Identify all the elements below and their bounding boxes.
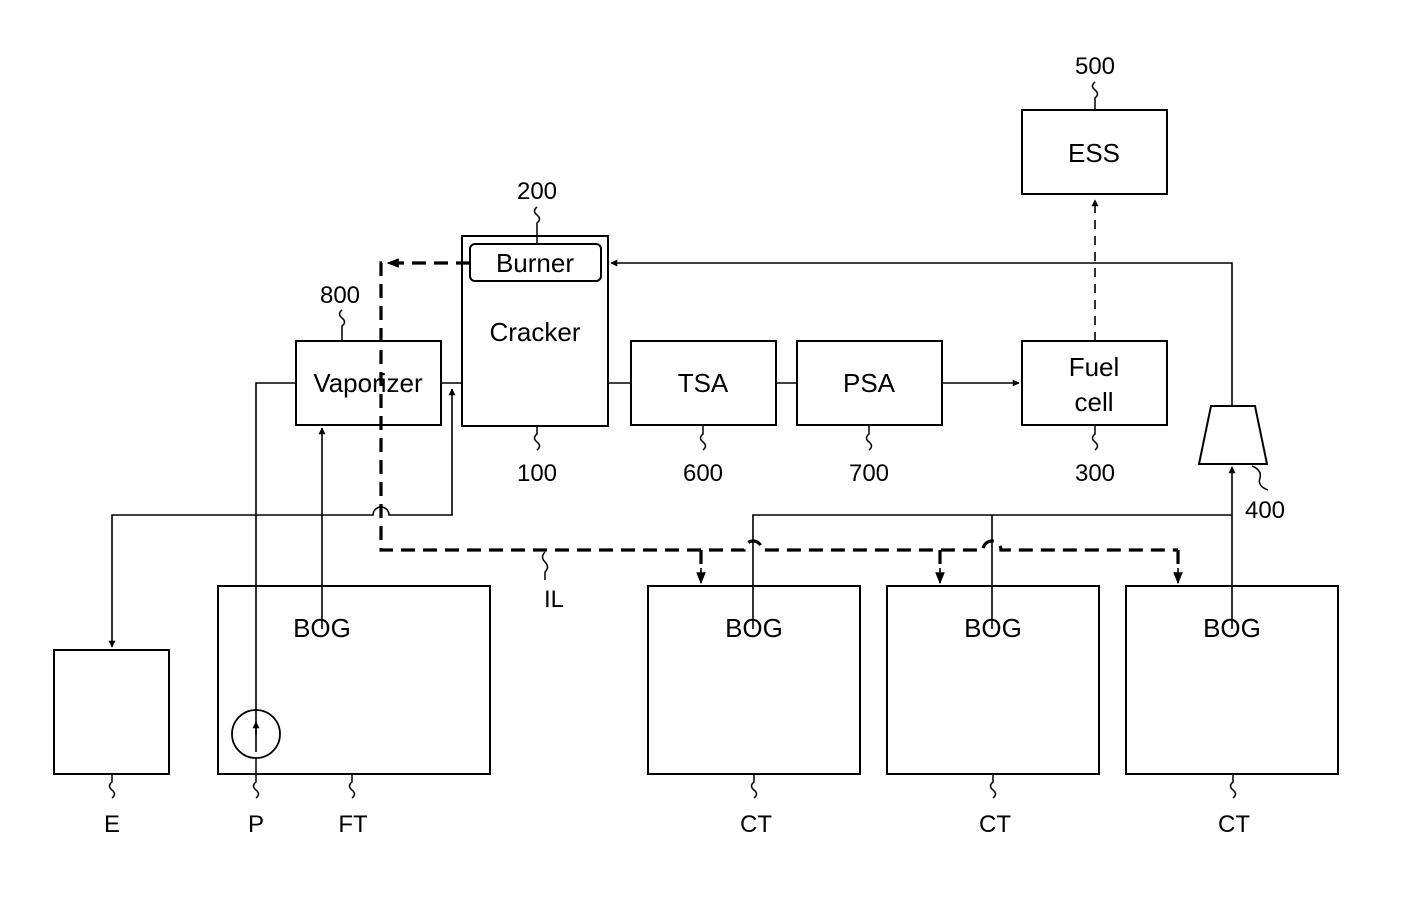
psa-label: PSA <box>843 368 896 398</box>
leader-ct-1 <box>752 774 757 798</box>
fuel-cell-label-2: cell <box>1074 387 1113 417</box>
leader-e <box>110 774 115 798</box>
leader-500 <box>1093 82 1098 110</box>
bog-ct1-label: BOG <box>725 613 783 643</box>
ref-ct-2: CT <box>979 811 1011 838</box>
ref-500: 500 <box>1075 53 1115 80</box>
ref-600: 600 <box>683 460 723 487</box>
tank-e <box>54 650 169 774</box>
ref-100: 100 <box>517 460 557 487</box>
burner-label: Burner <box>496 248 574 278</box>
leader-ft <box>350 774 355 798</box>
ref-ct-1: CT <box>740 811 772 838</box>
ref-700: 700 <box>849 460 889 487</box>
leader-700 <box>867 426 872 450</box>
ref-800: 800 <box>320 282 360 309</box>
fuel-cell-label-1: Fuel <box>1069 352 1120 382</box>
ref-200: 200 <box>517 178 557 205</box>
leader-800 <box>340 310 345 341</box>
bog-ft-label: BOG <box>293 613 351 643</box>
ref-e: E <box>104 811 120 838</box>
leader-600 <box>701 426 706 450</box>
leader-il <box>543 552 548 580</box>
leader-100 <box>535 426 540 450</box>
ess-label: ESS <box>1068 138 1120 168</box>
leader-ct-3 <box>1231 774 1236 798</box>
leader-400 <box>1252 466 1268 490</box>
bog-ct2-label: BOG <box>964 613 1022 643</box>
ref-300: 300 <box>1075 460 1115 487</box>
ref-il: IL <box>544 586 564 613</box>
ref-ct-3: CT <box>1218 811 1250 838</box>
leader-ct-2 <box>991 774 996 798</box>
leader-300 <box>1093 426 1098 450</box>
bog-ct3-label: BOG <box>1203 613 1261 643</box>
tsa-label: TSA <box>678 368 729 398</box>
cracker-label: Cracker <box>489 317 580 347</box>
ref-400: 400 <box>1245 497 1285 524</box>
ref-ft: FT <box>338 811 368 838</box>
ref-p: P <box>248 811 264 838</box>
compressor-400 <box>1199 406 1267 464</box>
vaporizer-label: Vaporizer <box>313 368 423 398</box>
